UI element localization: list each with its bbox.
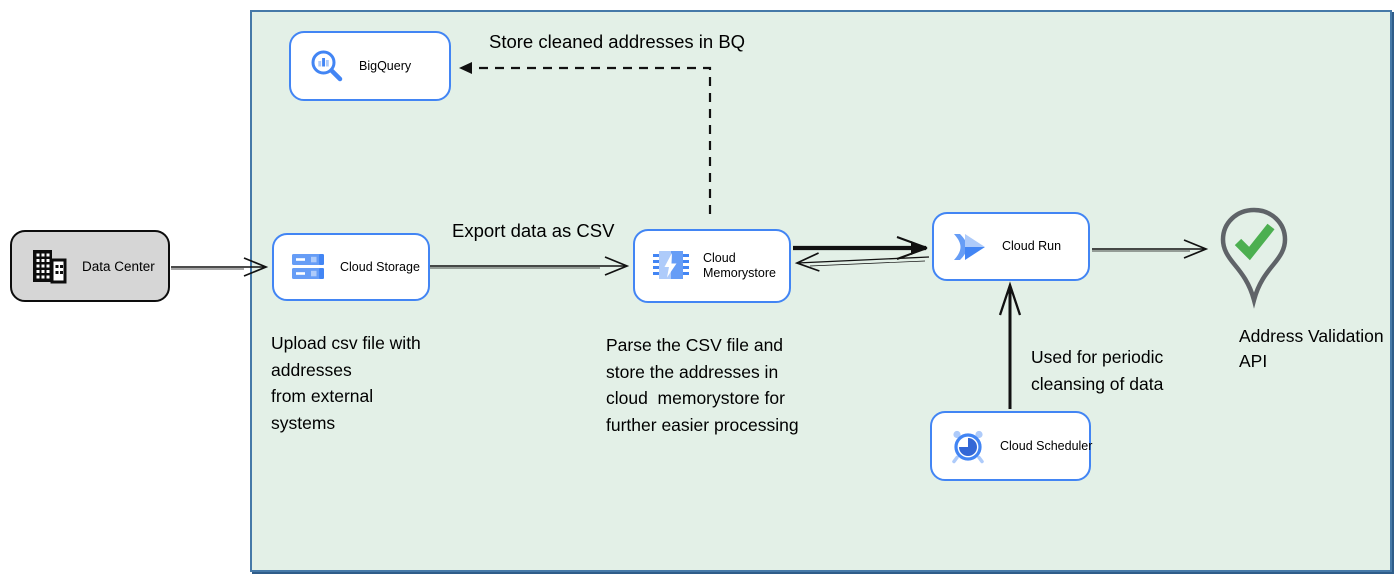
cloud-run-label: Cloud Run bbox=[1002, 239, 1062, 253]
gcp-boundary-container bbox=[250, 10, 1392, 572]
data-center-icon bbox=[33, 250, 67, 284]
cloud-storage-label: Cloud Storage bbox=[340, 259, 420, 274]
node-cloud-storage: Cloud Storage bbox=[272, 233, 430, 301]
node-bigquery: BigQuery bbox=[289, 31, 451, 101]
cloud-scheduler-label: Cloud Scheduler bbox=[1000, 438, 1093, 453]
node-cloud-memorystore: Cloud Memorystore bbox=[633, 229, 791, 303]
node-cloud-run: Cloud Run bbox=[932, 212, 1090, 281]
annotation-periodic-note: Used for periodic cleansing of data bbox=[1031, 347, 1164, 394]
cloud-storage-icon bbox=[292, 254, 324, 279]
annotation-store-bq: Store cleaned addresses in BQ bbox=[489, 31, 746, 52]
cloud-memorystore-label: Cloud Memorystore bbox=[703, 251, 776, 280]
annotation-upload-note: Upload csv file with addresses from exte… bbox=[271, 333, 421, 433]
cloud-memorystore-icon bbox=[653, 251, 689, 279]
node-cloud-scheduler: Cloud Scheduler bbox=[930, 411, 1093, 481]
annotation-export-csv: Export data as CSV bbox=[452, 220, 615, 241]
data-center-label: Data Center bbox=[82, 258, 155, 274]
cloud-run-icon bbox=[954, 233, 985, 260]
node-data-center: Data Center bbox=[10, 230, 170, 302]
cloud-scheduler-icon bbox=[952, 430, 984, 464]
bigquery-icon bbox=[311, 50, 343, 82]
address-validation-api-label: Address Validation API bbox=[1239, 326, 1384, 371]
bigquery-label: BigQuery bbox=[359, 58, 412, 73]
annotation-parse-note: Parse the CSV file and store the address… bbox=[606, 335, 799, 435]
